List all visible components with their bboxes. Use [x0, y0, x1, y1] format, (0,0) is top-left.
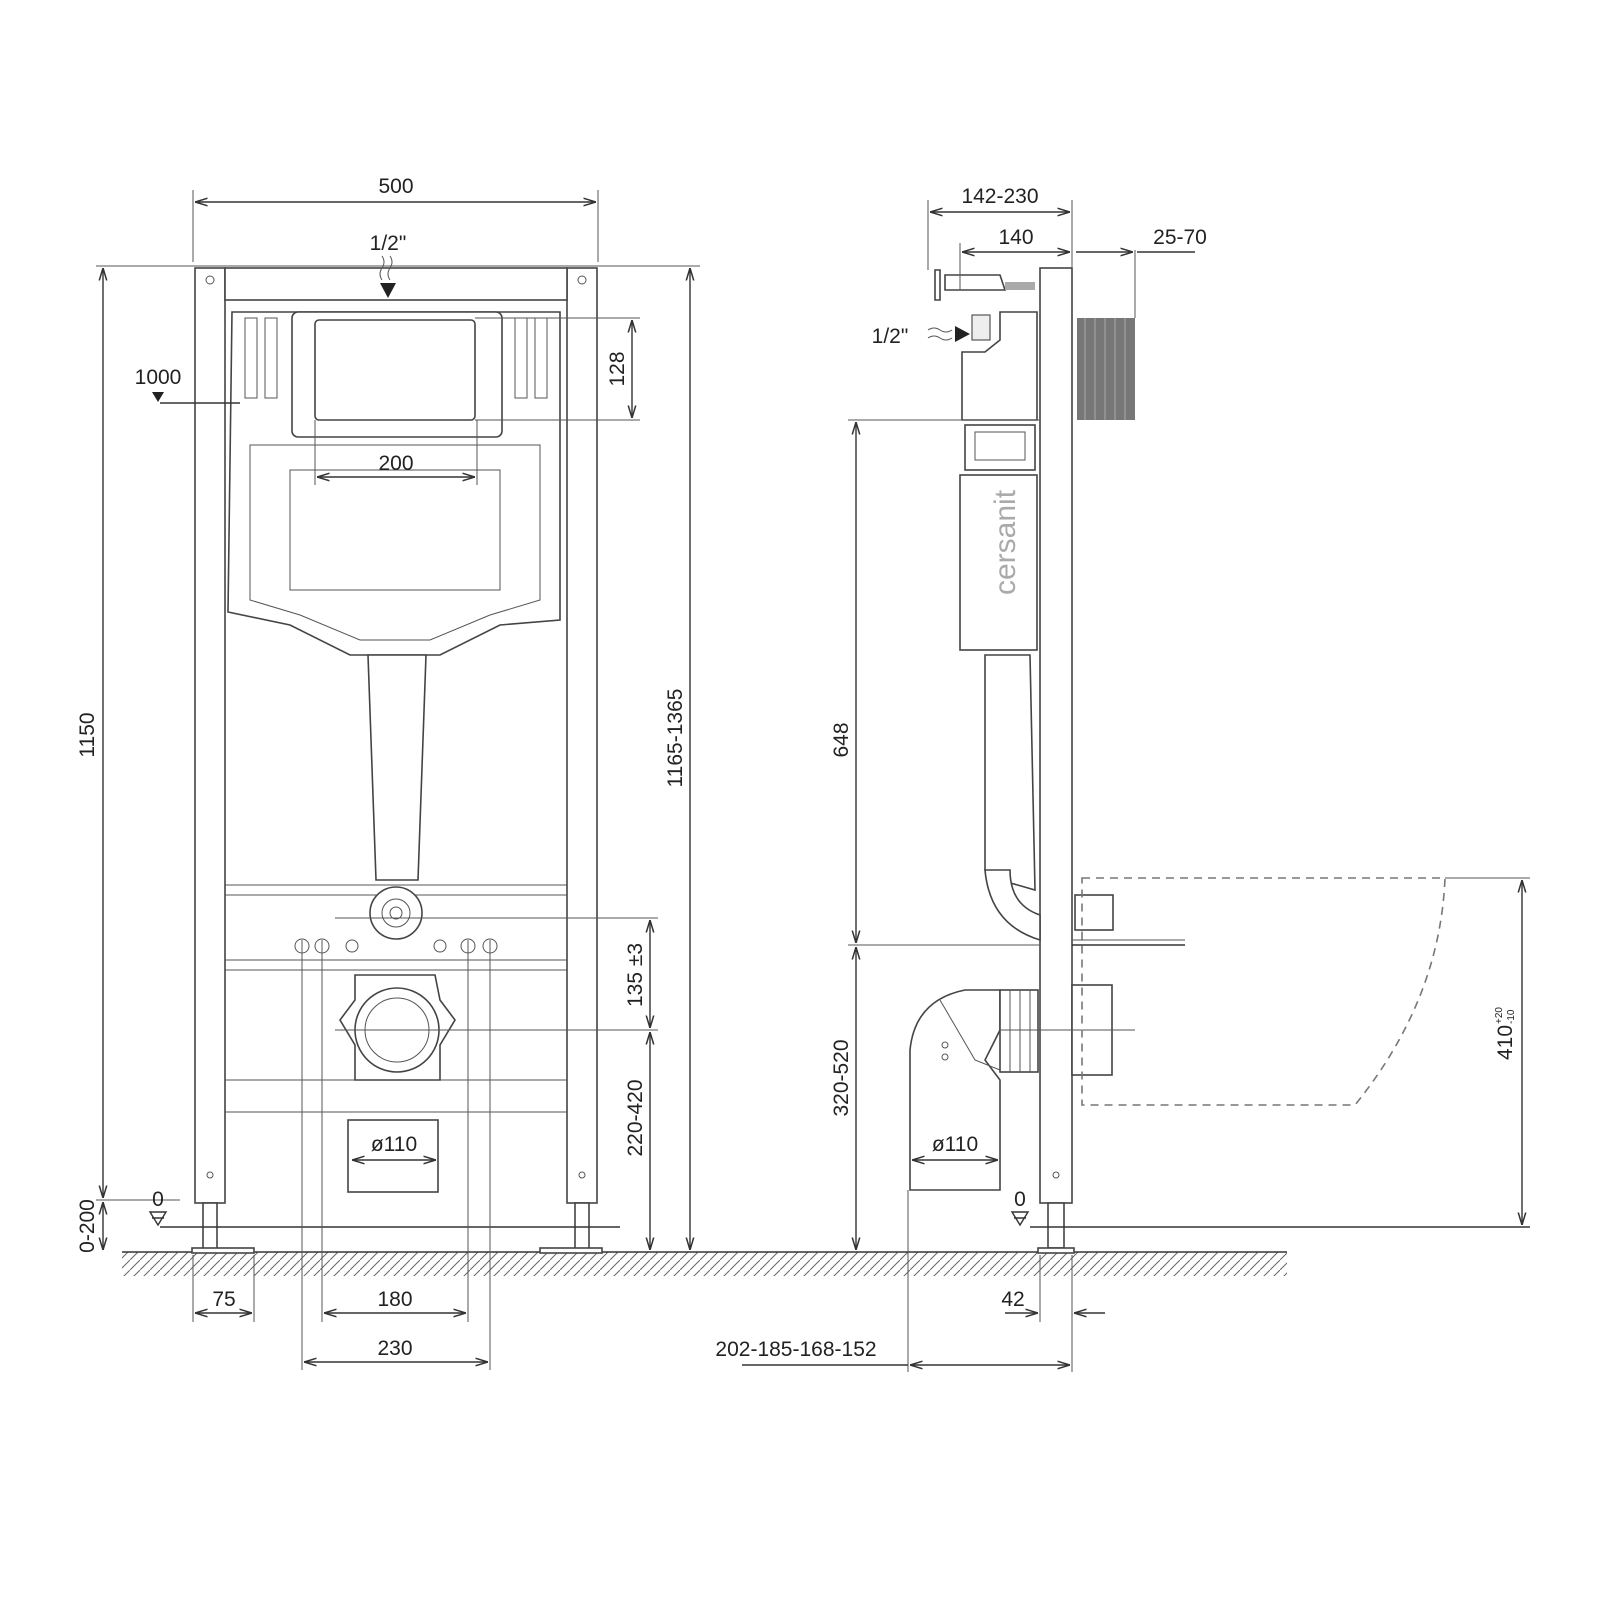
toilet-bowl-outline: [1081, 877, 1446, 1106]
dim-drain-offsets: 202-185-168-152: [715, 1338, 876, 1361]
dim-leg-range: 0-200: [76, 1199, 99, 1253]
dim-depth: 140: [998, 226, 1033, 249]
bolts-and-drain-front: [294, 886, 498, 1193]
cistern-side: cersanit: [959, 311, 1185, 946]
front-view-frame: [191, 267, 603, 1254]
dim-drain-diameter-side: ø110: [932, 1133, 978, 1156]
dim-wall-range: 25-70: [1153, 226, 1207, 249]
dim-zero: 0: [152, 1188, 164, 1211]
dim-drain-height-side: 320-520: [830, 1039, 853, 1116]
dim-seat-height: 410: [1494, 1025, 1517, 1060]
dim-seat-tol-minus: -10: [1506, 1009, 1517, 1024]
dim-bolt-spacing: 180: [377, 1288, 412, 1311]
dim-supply-height: 1000: [135, 366, 182, 389]
side-dimensions: [742, 200, 1530, 1372]
dim-drain-diameter: ø110: [371, 1133, 417, 1156]
dim-supply: 1/2": [370, 232, 407, 255]
dim-depth-range: 142-230: [961, 185, 1038, 208]
dim-bolt-spacing-outer: 230: [377, 1337, 412, 1360]
drain-side: [909, 984, 1135, 1191]
dim-foot-depth: 42: [1001, 1288, 1024, 1311]
dim-button-width: 200: [378, 452, 413, 475]
dim-seat-tol-plus: +20: [1494, 1007, 1505, 1024]
cistern-front: [227, 311, 561, 881]
brand-logo: cersanit: [989, 489, 1022, 595]
dim-drain-height: 220-420: [624, 1079, 647, 1156]
side-view-frame: [934, 267, 1135, 1254]
side-labels: 142-230 140 25-70 1/2" 648 320-520 ø110 …: [715, 185, 1517, 1361]
dim-supply-side: 1/2": [872, 325, 909, 348]
dim-bolt-offset: 135 ±3: [624, 943, 647, 1007]
dim-adjustable-height: 1165-1365: [664, 689, 687, 788]
dim-foot-width: 75: [212, 1288, 235, 1311]
dim-bolt-height: 648: [830, 722, 853, 757]
floor: [122, 1251, 1287, 1276]
front-labels: 500 1/2" 1000 200 128 1150 1165-1365 135…: [76, 175, 687, 1360]
dim-width: 500: [378, 175, 413, 198]
dim-total-height: 1150: [76, 712, 99, 757]
dim-zero-side: 0: [1014, 1188, 1026, 1211]
front-dimensions: [96, 190, 700, 1370]
dim-button-height: 128: [606, 351, 629, 386]
